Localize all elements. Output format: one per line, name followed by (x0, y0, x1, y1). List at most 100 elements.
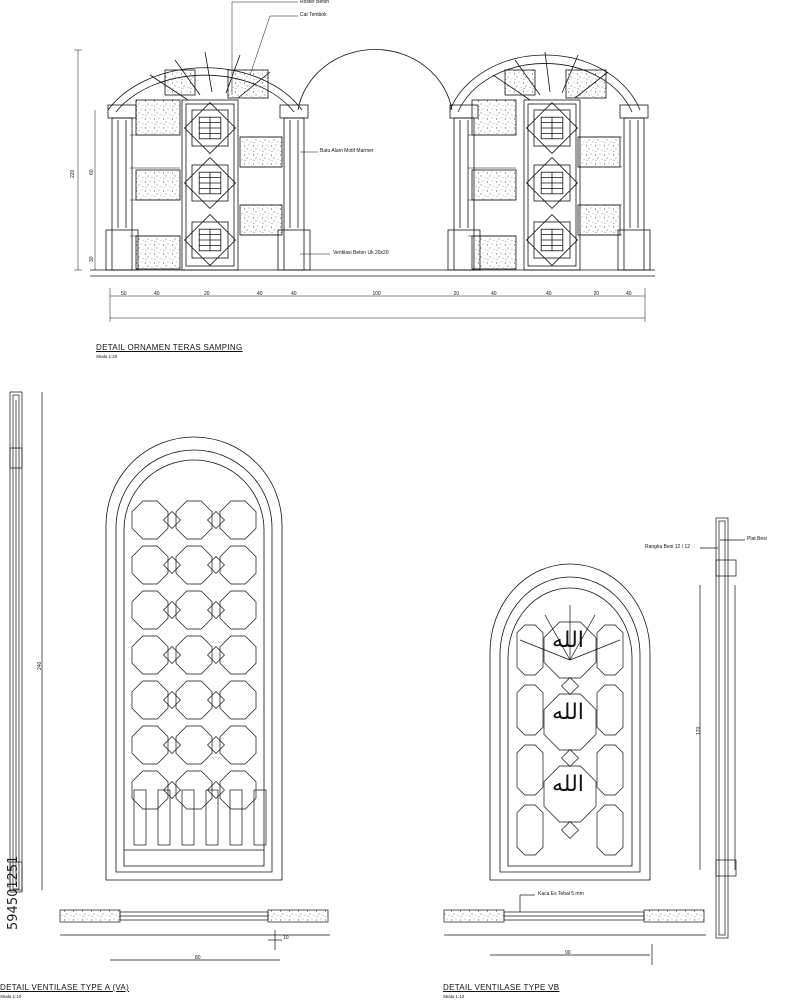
lattice-diamond (163, 601, 181, 619)
dim-height-30: 30 (89, 256, 95, 262)
lattice-bar (181, 789, 195, 846)
lattice-bar (157, 789, 171, 846)
lattice-octagon (516, 684, 544, 736)
width-dim-label: 40 (491, 291, 497, 297)
vent-b-elevation (489, 563, 651, 881)
callout-ventilasi: Ventilasi Beton Uk 20x20 (333, 250, 389, 256)
vent-b-callout-glass: Kaca Es Tebal 5 mm (538, 891, 584, 897)
vent-b-lattice (516, 605, 624, 856)
lattice-octagon (596, 804, 624, 856)
star-ornament (183, 101, 237, 155)
width-dim-label: 50 (121, 291, 127, 297)
width-dim-label: 40 (257, 291, 263, 297)
arch-spoke (569, 614, 596, 661)
vent-a-title: DETAIL VENTILASE TYPE A (VA) (0, 983, 130, 992)
lattice-octagon (596, 744, 624, 796)
vent-a-scale: Skala 1:10 (0, 994, 22, 999)
lattice-octagon (175, 680, 213, 720)
lattice-octagon (219, 680, 257, 720)
lattice-diamond (163, 646, 181, 664)
lattice-diamond (207, 736, 225, 754)
top-scale: Skala 1:20 (96, 354, 118, 359)
arch-spoke (544, 614, 571, 661)
vent-b-height: 170 (696, 726, 702, 735)
lattice-diamond (163, 781, 181, 799)
top-dimensions (74, 1, 646, 322)
vent-b-plan-section (443, 894, 706, 965)
vent-b-title: DETAIL VENTILASE TYPE VB (443, 983, 560, 992)
lattice-octagon (131, 635, 169, 675)
width-dim-label: 40 (626, 291, 632, 297)
dim-height-220: 220 (70, 169, 76, 178)
lattice-octagon (131, 500, 169, 540)
lattice-bar (253, 789, 267, 846)
width-dim-label: 40 (154, 291, 160, 297)
lattice-bar (229, 789, 243, 846)
vent-a-section-dim: 10 (283, 935, 289, 941)
lattice-octagon (175, 545, 213, 585)
lattice-octagon (596, 684, 624, 736)
arch-spoke (569, 639, 621, 661)
vent-b-scale: Skala 1:10 (443, 994, 465, 999)
lattice-octagon (175, 635, 213, 675)
star-ornament (183, 213, 237, 267)
lattice-octagon (516, 804, 544, 856)
lattice-octagon (219, 590, 257, 630)
width-dim-label: 20 (593, 291, 600, 297)
star-ornament (525, 213, 579, 267)
lattice-diamond (163, 556, 181, 574)
width-dim-label: 20 (204, 291, 210, 297)
top-title: DETAIL ORNAMEN TERAS SAMPING (96, 343, 243, 352)
star-ornament (183, 156, 237, 210)
vent-a-height: 240 (37, 661, 43, 670)
lattice-octagon (596, 624, 624, 676)
lattice-octagon (219, 770, 257, 810)
width-dim-label: 20 (453, 291, 460, 297)
lattice-octagon (175, 500, 213, 540)
lattice-octagon (131, 545, 169, 585)
vent-a-elevation (105, 436, 283, 881)
lattice-octagon (543, 765, 597, 823)
lattice-diamond (561, 749, 579, 767)
lattice-octagon (175, 770, 213, 810)
lattice-octagon (219, 725, 257, 765)
lattice-octagon (516, 624, 544, 676)
kaligrafi-1: الله (552, 628, 584, 653)
lattice-octagon (543, 693, 597, 751)
lattice-bar (133, 789, 147, 846)
lattice-diamond (163, 511, 181, 529)
callout-roster: Roster Beton (300, 0, 330, 5)
lattice-octagon (131, 725, 169, 765)
lattice-diamond (207, 511, 225, 529)
width-dim-label: 100 (372, 291, 381, 297)
width-dim-label: 40 (291, 291, 297, 297)
vent-b-width: 90 (565, 950, 571, 956)
lattice-octagon (175, 590, 213, 630)
lattice-diamond (561, 821, 579, 839)
lattice-octagon (175, 725, 213, 765)
arch-spoke (519, 639, 571, 661)
vent-b-callout-section: Plat Besi (747, 536, 767, 542)
lattice-diamond (207, 601, 225, 619)
lattice-diamond (207, 781, 225, 799)
vent-a-width: 80 (195, 955, 201, 961)
star-ornament (525, 101, 579, 155)
kaligrafi-3: الله (552, 772, 584, 797)
vent-a-side-section (9, 391, 43, 893)
lattice-octagon (131, 770, 169, 810)
lattice-diamond (561, 677, 579, 695)
lattice-octagon (131, 590, 169, 630)
vent-a-lattice (131, 500, 267, 846)
lattice-octagon (516, 744, 544, 796)
lattice-diamond (207, 691, 225, 709)
lattice-diamond (207, 646, 225, 664)
lattice-octagon (219, 500, 257, 540)
lattice-diamond (207, 556, 225, 574)
lattice-octagon (219, 635, 257, 675)
lattice-diamond (163, 691, 181, 709)
star-ornament (525, 156, 579, 210)
star-ornaments (183, 101, 579, 267)
callout-batu: Batu Alam Motif Marmer (320, 148, 374, 154)
lattice-octagon (131, 680, 169, 720)
